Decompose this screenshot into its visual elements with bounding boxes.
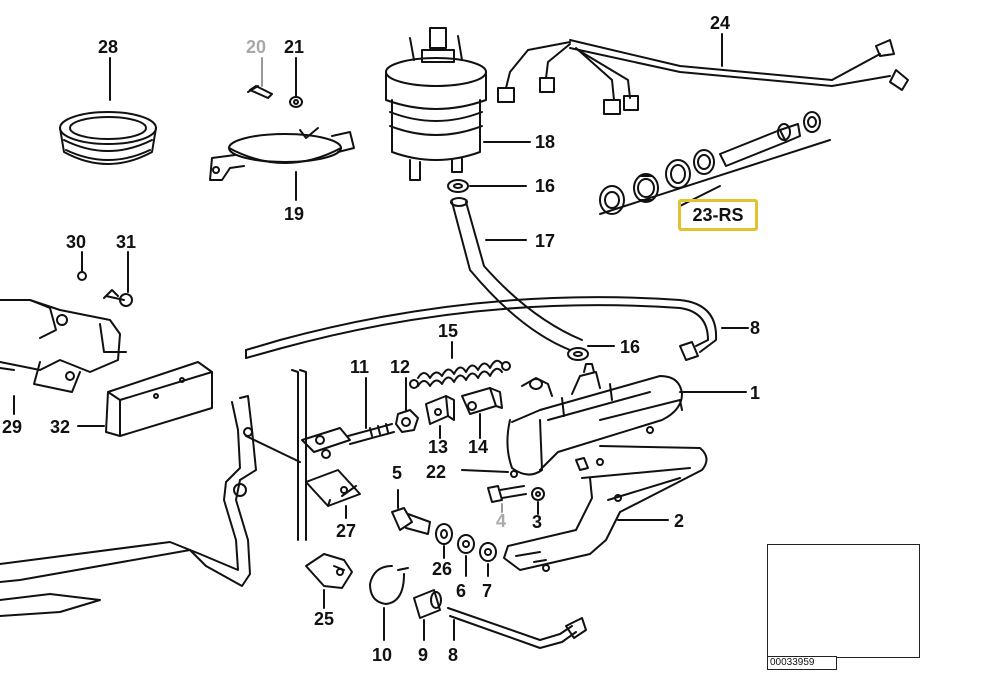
label-6: 6 — [456, 581, 467, 601]
label-8-top: 8 — [750, 318, 761, 338]
nut-part — [395, 409, 419, 433]
small-bracket-part — [425, 395, 455, 425]
mount-block-part — [0, 271, 133, 393]
label-28: 28 — [98, 37, 119, 57]
label-31: 31 — [116, 232, 137, 252]
label-16-lower: 16 — [620, 337, 641, 357]
label-11: 11 — [350, 357, 370, 377]
wiring-harness-part — [497, 39, 909, 115]
washer-part — [531, 487, 545, 501]
label-29: 29 — [2, 417, 23, 437]
bushing-part — [413, 589, 442, 619]
location-thumbnail-frame — [767, 544, 920, 658]
lower-clip-part — [567, 347, 589, 361]
label-7: 7 — [482, 581, 493, 601]
label-12: 12 — [390, 357, 411, 377]
label-19: 19 — [284, 204, 305, 224]
spring-part — [409, 359, 511, 389]
fork-rod-part — [301, 423, 395, 459]
pedal-lever-part — [0, 395, 301, 617]
label-25: 25 — [314, 609, 335, 629]
washer-6-part — [457, 534, 475, 554]
label-2: 2 — [674, 511, 685, 531]
label-30: 30 — [66, 232, 87, 252]
label-3: 3 — [532, 512, 543, 532]
retainer-clip-part — [305, 553, 353, 589]
label-15: 15 — [438, 321, 459, 341]
label-16-top: 16 — [535, 176, 556, 196]
reservoir-part — [385, 27, 487, 181]
highlighted-part-label: 23-RS — [692, 205, 744, 225]
washer-7-part — [479, 542, 497, 562]
hose-part — [450, 197, 583, 351]
label-24: 24 — [710, 13, 731, 33]
label-9: 9 — [418, 645, 429, 665]
mount-bracket-part — [503, 426, 708, 572]
clevis-part — [461, 387, 503, 415]
repair-kit-part — [599, 111, 831, 215]
label-26: 26 — [432, 559, 453, 579]
label-13: 13 — [428, 437, 449, 457]
label-22: 22 — [426, 462, 447, 482]
clamp-bracket-part — [209, 85, 355, 181]
master-cylinder-part — [506, 363, 683, 476]
rod-clip-part — [305, 469, 361, 507]
label-1: 1 — [750, 383, 761, 403]
label-18: 18 — [535, 132, 556, 152]
label-10: 10 — [372, 645, 393, 665]
document-number: 00033959 — [767, 656, 837, 670]
washer-26-part — [435, 523, 453, 545]
label-8-bottom: 8 — [448, 645, 459, 665]
label-20: 20 — [246, 37, 267, 57]
bolt-part — [487, 485, 527, 503]
label-4: 4 — [496, 511, 507, 531]
label-5: 5 — [392, 463, 403, 483]
label-27: 27 — [336, 521, 357, 541]
push-rod-part — [245, 296, 718, 541]
boot-ring-part — [59, 111, 157, 165]
label-21: 21 — [284, 37, 305, 57]
label-14: 14 — [468, 437, 489, 457]
lower-rod-part — [447, 607, 587, 649]
label-17: 17 — [535, 231, 556, 251]
shoulder-bolt-part — [391, 507, 431, 535]
highlighted-part-23-rs[interactable]: 23-RS — [678, 199, 758, 231]
circlip-part — [369, 565, 409, 605]
hose-clip-part — [447, 179, 469, 193]
cover-part — [105, 361, 213, 437]
label-32: 32 — [50, 417, 71, 437]
